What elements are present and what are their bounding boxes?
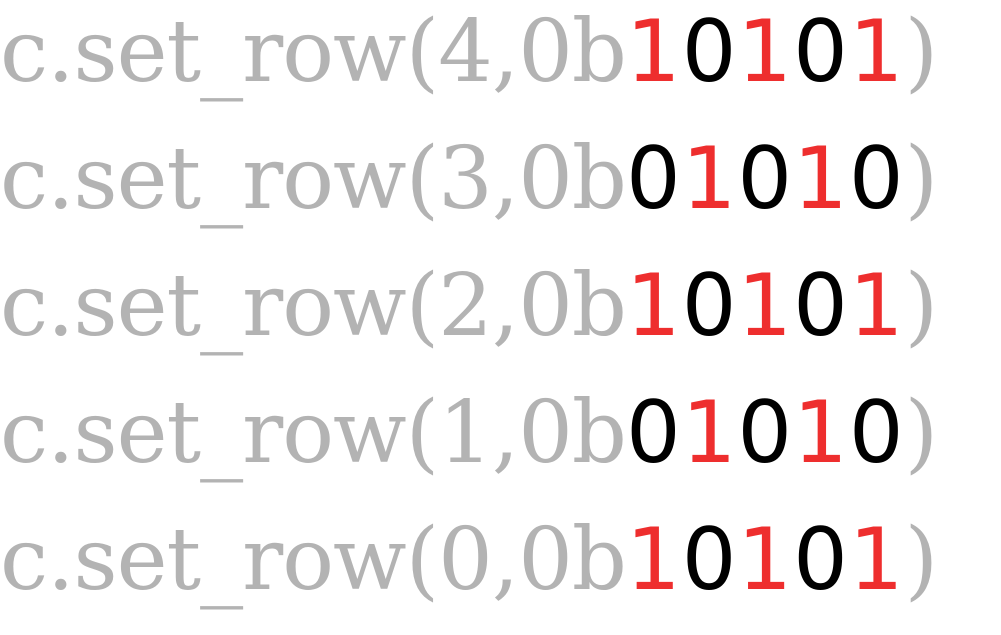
bit: 0 — [625, 383, 682, 483]
bit-pattern: 10101 — [626, 2, 905, 102]
bit: 1 — [737, 2, 794, 102]
bit: 1 — [625, 2, 682, 102]
bit: 0 — [848, 129, 905, 229]
code-prefix: c.set_row(3,0b — [0, 129, 627, 229]
bit-pattern: 01010 — [626, 129, 905, 229]
code-suffix: ) — [904, 383, 939, 483]
bit-pattern: 10101 — [626, 256, 905, 356]
code-line-row-2: c.set_row(2,0b10101) — [0, 254, 1001, 381]
bit: 0 — [681, 510, 738, 610]
bit: 0 — [625, 129, 682, 229]
bit: 0 — [737, 383, 794, 483]
bit: 1 — [625, 510, 682, 610]
bit: 1 — [848, 256, 905, 356]
code-line-row-3: c.set_row(3,0b01010) — [0, 127, 1001, 254]
bit: 1 — [793, 129, 849, 229]
code-prefix: c.set_row(1,0b — [0, 383, 627, 483]
code-line-row-1: c.set_row(1,0b01010) — [0, 381, 1001, 508]
bit: 1 — [681, 129, 738, 229]
code-suffix: ) — [904, 129, 939, 229]
bit: 0 — [793, 2, 849, 102]
bit: 1 — [848, 2, 905, 102]
bit: 0 — [848, 383, 905, 483]
bit: 1 — [793, 383, 849, 483]
bit: 0 — [793, 510, 849, 610]
bit: 1 — [848, 510, 905, 610]
code-prefix: c.set_row(2,0b — [0, 256, 627, 356]
code-prefix: c.set_row(0,0b — [0, 510, 627, 610]
code-suffix: ) — [904, 510, 939, 610]
bit: 1 — [625, 256, 682, 356]
bit: 0 — [793, 256, 849, 356]
bit: 0 — [681, 256, 738, 356]
bit: 1 — [681, 383, 738, 483]
bit-pattern: 01010 — [626, 383, 905, 483]
code-line-row-4: c.set_row(4,0b10101) — [0, 0, 1001, 127]
code-suffix: ) — [904, 256, 939, 356]
bit: 0 — [737, 129, 794, 229]
bit: 1 — [737, 256, 794, 356]
code-prefix: c.set_row(4,0b — [0, 2, 627, 102]
code-suffix: ) — [904, 2, 939, 102]
bit: 1 — [737, 510, 794, 610]
code-line-row-0: c.set_row(0,0b10101) — [0, 508, 1001, 635]
bit-pattern: 10101 — [626, 510, 905, 610]
bit: 0 — [681, 2, 738, 102]
